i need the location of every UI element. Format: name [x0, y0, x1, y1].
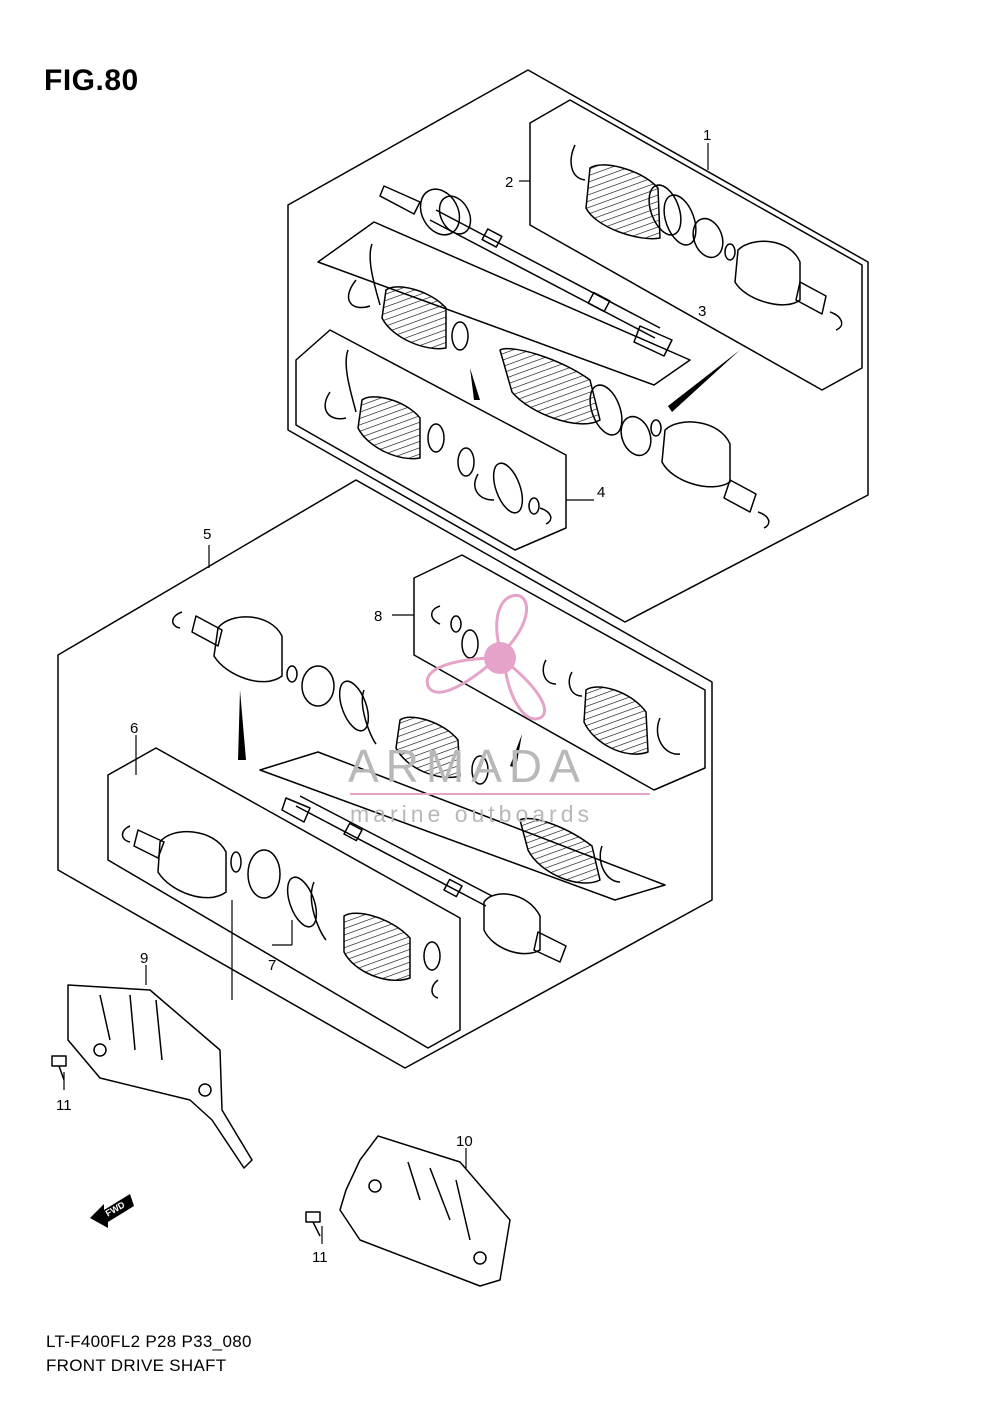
bolt-11-lower — [305, 1211, 321, 1237]
fwd-direction-badge: FWD — [90, 1194, 134, 1228]
figure-code: LT-F400FL2 P28 P33_080 — [46, 1332, 252, 1351]
callouts: 1 2 3 4 5 6 7 8 9 10 11 11 — [56, 127, 711, 1266]
watermark-brand: ARMADA — [348, 740, 587, 792]
lower-assembly-frame — [57, 479, 713, 1069]
callout-8: 8 — [374, 608, 382, 625]
subframe-lower-shaft — [259, 751, 666, 901]
subframe-6 — [107, 747, 461, 1049]
propeller-logo — [425, 593, 547, 721]
subframe-6-parts — [121, 825, 441, 999]
subframe-boot-set — [295, 329, 567, 551]
boot-set-parts — [324, 349, 552, 525]
callout-9: 9 — [140, 950, 148, 967]
guard-plate-10 — [339, 1135, 511, 1287]
callout-6: 6 — [130, 720, 138, 737]
pointer-arrows — [238, 350, 740, 768]
upper-assembly-frame — [287, 69, 869, 623]
figure-name: FRONT DRIVE SHAFT — [46, 1356, 227, 1375]
subframe-boot-kit — [317, 221, 691, 386]
guard-plate-9 — [67, 984, 253, 1169]
callout-5: 5 — [203, 526, 211, 543]
callout-11-a: 11 — [56, 1097, 72, 1114]
inner-kit-parts — [570, 144, 843, 331]
upper-boot-kit-parts — [347, 243, 770, 529]
lower-assembly-parts — [172, 611, 489, 785]
callout-1: 1 — [703, 127, 711, 144]
subframe-inner-kit — [529, 99, 863, 391]
callout-2: 2 — [505, 174, 513, 191]
callout-11-b: 11 — [312, 1249, 328, 1266]
callout-7: 7 — [268, 957, 276, 974]
watermark-tagline: marine outboards — [350, 801, 593, 827]
leader-lines — [63, 143, 709, 1244]
callout-3: 3 — [698, 303, 706, 320]
lower-drive-shaft — [281, 795, 621, 963]
subframe-8-parts — [431, 605, 681, 755]
upper-drive-shaft — [379, 185, 673, 357]
callout-10: 10 — [456, 1133, 473, 1150]
watermark: ARMADA marine outboards — [348, 593, 650, 827]
bolt-11-upper — [51, 1055, 67, 1081]
figure-title: FIG.80 — [44, 64, 139, 97]
callout-4: 4 — [597, 484, 605, 501]
subframe-8 — [413, 554, 706, 791]
